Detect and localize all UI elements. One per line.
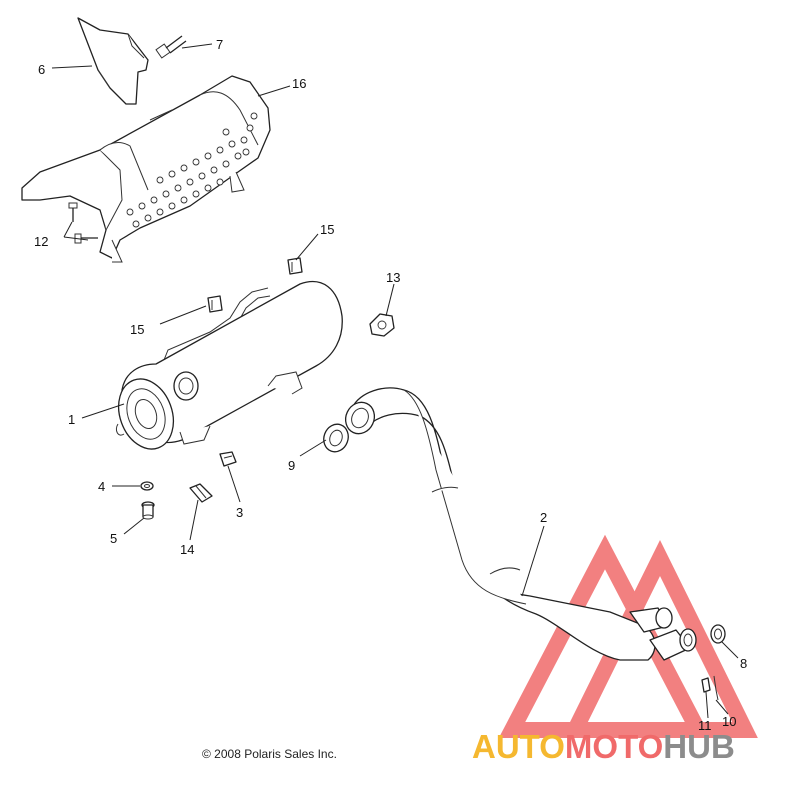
callout-12: 12 xyxy=(34,234,48,249)
bolt-part xyxy=(155,35,187,59)
plug-part xyxy=(219,451,237,467)
watermark-wordmark: AUTOMOTOHUB xyxy=(472,728,735,765)
sensor-part xyxy=(189,483,213,503)
callout-15-lower: 15 xyxy=(130,322,144,337)
damper-part xyxy=(369,313,395,337)
gasket-part xyxy=(323,423,349,453)
watermark-part-auto: AUTO xyxy=(472,728,565,765)
heat-shield-part xyxy=(21,75,271,263)
heat-shield-holes xyxy=(126,112,258,228)
washer-part xyxy=(140,481,154,491)
screw-parts xyxy=(68,202,98,244)
callout-14: 14 xyxy=(180,542,194,557)
spring-clip-parts xyxy=(701,675,719,701)
callout-10: 10 xyxy=(722,714,736,729)
spacer-part xyxy=(141,501,155,520)
leader-lines xyxy=(51,43,739,719)
heat-deflector-part xyxy=(77,17,149,105)
callout-8: 8 xyxy=(740,656,747,671)
watermark-part-moto: MOTO xyxy=(565,728,663,765)
outlet-gasket-part xyxy=(710,624,726,644)
watermark-part-hub: HUB xyxy=(663,728,735,765)
callout-4: 4 xyxy=(98,479,105,494)
callout-11: 11 xyxy=(698,718,712,733)
callout-2: 2 xyxy=(540,510,547,525)
callout-labels: 6 7 16 12 15 15 13 1 9 4 5 3 14 2 8 11 1… xyxy=(34,37,747,733)
callout-13: 13 xyxy=(386,270,400,285)
callout-7: 7 xyxy=(216,37,223,52)
clip-part-lower xyxy=(207,295,223,313)
head-pipe-part xyxy=(344,387,697,661)
clip-part-upper xyxy=(287,257,303,275)
callout-16: 16 xyxy=(292,76,306,91)
callout-15-upper: 15 xyxy=(320,222,334,237)
muffler-part xyxy=(115,280,343,450)
callout-3: 3 xyxy=(236,505,243,520)
callout-6: 6 xyxy=(38,62,45,77)
copyright-text: © 2008 Polaris Sales Inc. xyxy=(202,747,337,761)
callout-5: 5 xyxy=(110,531,117,546)
callout-1: 1 xyxy=(68,412,75,427)
callout-9: 9 xyxy=(288,458,295,473)
